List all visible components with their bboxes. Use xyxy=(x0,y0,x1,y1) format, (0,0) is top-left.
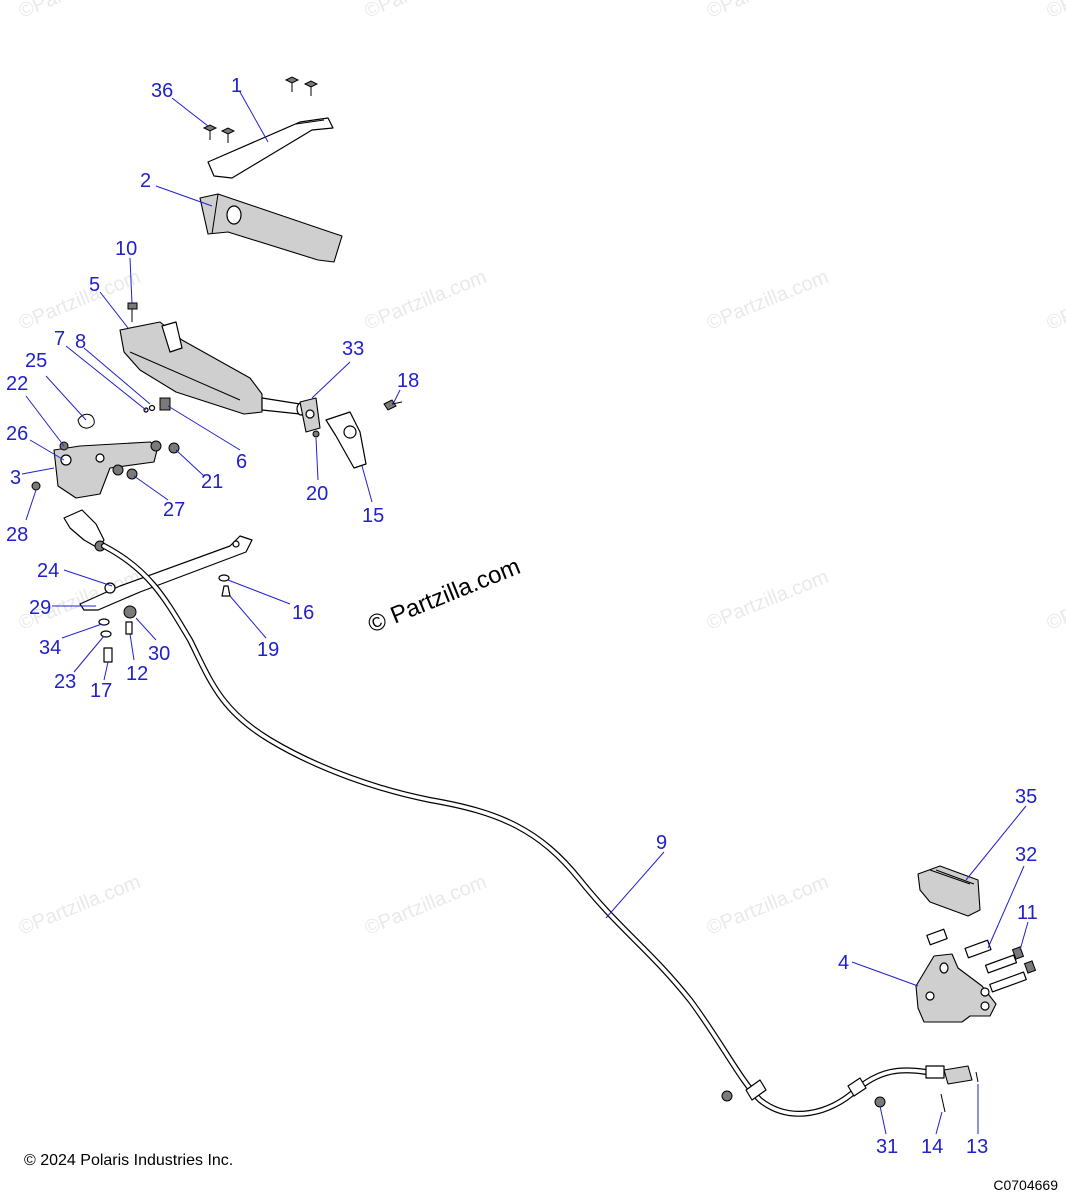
callout-19[interactable]: 19 xyxy=(257,639,279,661)
part-3-lever-bracket xyxy=(31,440,180,499)
partzilla-watermark: ©Partzilla.com xyxy=(16,0,144,23)
callout-33[interactable]: 33 xyxy=(342,338,364,360)
part-1-cover-plate xyxy=(207,117,334,179)
callout-13[interactable]: 13 xyxy=(966,1136,988,1158)
part-11-bolts xyxy=(984,946,1037,993)
part-29-strap xyxy=(79,535,253,611)
callout-labels: 36 1 2 10 5 8 7 25 22 26 3 28 6 21 27 33… xyxy=(6,75,1038,1158)
callout-27[interactable]: 27 xyxy=(163,499,185,521)
callout-15[interactable]: 15 xyxy=(362,505,384,527)
callout-31[interactable]: 31 xyxy=(876,1136,898,1158)
parts-drawing xyxy=(31,76,1037,1117)
callout-18[interactable]: 18 xyxy=(397,370,419,392)
diagram-code: C0704669 xyxy=(993,1177,1058,1193)
partzilla-watermark: ©Partzilla.com xyxy=(704,566,832,635)
callout-5[interactable]: 5 xyxy=(89,274,100,296)
part-25-cotter-pin xyxy=(77,413,95,429)
part-6-7-8-clips xyxy=(143,397,171,413)
callout-22[interactable]: 22 xyxy=(6,373,28,395)
part-10-bolt xyxy=(127,302,138,322)
partzilla-watermark: ©Partzilla.com xyxy=(704,266,832,335)
callout-9[interactable]: 9 xyxy=(656,832,667,854)
partzilla-watermark: ©Partzilla.com xyxy=(1044,566,1066,635)
callout-3[interactable]: 3 xyxy=(10,467,21,489)
callout-21[interactable]: 21 xyxy=(201,471,223,493)
cable-end-upper xyxy=(63,509,106,552)
callout-32[interactable]: 32 xyxy=(1015,844,1037,866)
callout-11[interactable]: 11 xyxy=(1017,902,1038,924)
part-15-33-pedal-clevis xyxy=(299,397,403,469)
partzilla-watermark: ©Partzilla.com xyxy=(1044,266,1066,335)
watermark-layer: ©Partzilla.com ©Partzilla.com ©Partzilla.c… xyxy=(16,0,1066,940)
partzilla-watermark: ©Partzilla.com xyxy=(16,266,144,335)
partzilla-watermark: ©Partzilla.com xyxy=(704,0,832,23)
part-2-bracket xyxy=(199,193,343,263)
part-9-cable xyxy=(101,543,979,1117)
callout-29[interactable]: 29 xyxy=(29,597,51,619)
callout-8[interactable]: 8 xyxy=(75,331,86,353)
partzilla-watermark: ©Partzilla.com xyxy=(704,871,832,940)
callout-28[interactable]: 28 xyxy=(6,524,28,546)
callout-35[interactable]: 35 xyxy=(1015,786,1037,808)
leader-lines xyxy=(21,91,1029,1135)
callout-7[interactable]: 7 xyxy=(54,328,65,350)
partzilla-watermark: ©Partzilla.com xyxy=(362,266,490,335)
part-35-caliper xyxy=(917,865,981,917)
callout-16[interactable]: 16 xyxy=(292,602,314,624)
callout-25[interactable]: 25 xyxy=(25,350,47,372)
callout-14[interactable]: 14 xyxy=(921,1136,943,1158)
part-32-pins xyxy=(926,928,992,959)
callout-24[interactable]: 24 xyxy=(37,560,59,582)
callout-23[interactable]: 23 xyxy=(54,671,76,693)
callout-20[interactable]: 20 xyxy=(306,483,328,505)
part-5-lever-housing xyxy=(119,321,306,416)
callout-17[interactable]: 17 xyxy=(90,680,112,702)
callout-2[interactable]: 2 xyxy=(140,170,151,192)
partzilla-watermark: ©Partzilla.com xyxy=(1044,0,1066,23)
callout-6[interactable]: 6 xyxy=(236,451,247,473)
part-4-bracket xyxy=(915,953,997,1023)
callout-26[interactable]: 26 xyxy=(6,423,28,445)
callout-4[interactable]: 4 xyxy=(838,952,849,974)
partzilla-watermark: ©Partzilla.com xyxy=(362,871,490,940)
part-36-screws xyxy=(202,76,319,143)
callout-1[interactable]: 1 xyxy=(231,75,242,97)
callout-36[interactable]: 36 xyxy=(151,80,173,102)
callout-10[interactable]: 10 xyxy=(115,238,137,260)
partzilla-watermark: ©Partzilla.com xyxy=(362,0,490,23)
partzilla-center-watermark: © Partzilla.com xyxy=(364,553,524,639)
copyright-notice: © 2024 Polaris Industries Inc. xyxy=(24,1152,234,1169)
callout-12[interactable]: 12 xyxy=(126,663,148,685)
callout-34[interactable]: 34 xyxy=(39,637,61,659)
callout-30[interactable]: 30 xyxy=(148,643,170,665)
partzilla-watermark: ©Partzilla.com xyxy=(16,871,144,940)
